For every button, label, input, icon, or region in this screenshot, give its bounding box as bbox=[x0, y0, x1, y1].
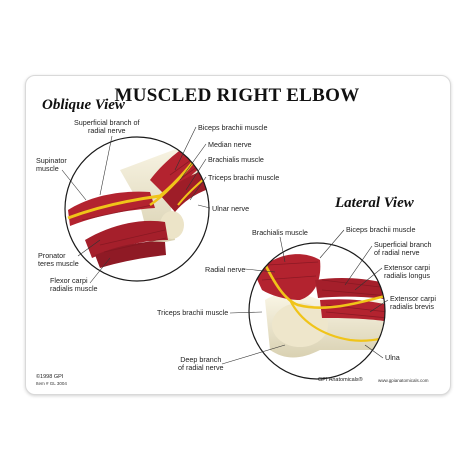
oblique-view-heading: Oblique View bbox=[42, 97, 125, 113]
label-extensor-carpi-radialis-brevis: Extensor carpi radialis brevis bbox=[390, 294, 436, 312]
label-text: Flexor carpi radialis muscle bbox=[50, 276, 98, 294]
label-ulnar-nerve: Ulnar nerve bbox=[212, 204, 250, 213]
label-brachialis-lateral: Brachialis muscle bbox=[252, 228, 308, 237]
label-ulna: Ulna bbox=[385, 353, 400, 362]
label-median-nerve: Median nerve bbox=[208, 140, 252, 149]
label-text: Extensor carpi radialis brevis bbox=[390, 294, 436, 312]
oblique-leader-lines bbox=[61, 126, 211, 284]
lateral-leader-lines bbox=[221, 229, 389, 365]
footer-copyright: ©1998 GPI bbox=[36, 374, 64, 380]
label-biceps-brachii-lateral: Biceps brachii muscle bbox=[346, 225, 416, 234]
label-supinator: Supinator muscle bbox=[36, 156, 67, 174]
label-superficial-branch-radial-nerve: Superficial branch of radial nerve bbox=[74, 118, 140, 136]
label-triceps-oblique: Triceps brachii muscle bbox=[208, 173, 280, 182]
footer-item-code: Item # GL 3004 bbox=[36, 381, 67, 386]
oblique-view-illustration bbox=[64, 136, 210, 282]
label-text: Superficial branch of radial nerve bbox=[74, 118, 140, 136]
lateral-view-heading: Lateral View bbox=[335, 195, 414, 211]
footer-brand: GPI Anatomicals® bbox=[318, 377, 363, 383]
label-text: Deep branch of radial nerve bbox=[178, 355, 224, 373]
label-flexor-carpi-radialis: Flexor carpi radialis muscle bbox=[50, 276, 98, 294]
page-title: MUSCLED RIGHT ELBOW bbox=[114, 85, 360, 106]
label-text: Extensor carpi radialis longus bbox=[384, 263, 430, 281]
label-biceps-brachii-oblique: Biceps brachii muscle bbox=[198, 123, 268, 132]
label-superficial-branch-lateral: Superficial branch of radial nerve bbox=[374, 240, 432, 258]
label-pronator-teres: Pronator teres muscle bbox=[38, 251, 79, 269]
label-extensor-carpi-radialis-longus: Extensor carpi radialis longus bbox=[384, 263, 430, 281]
footer-website: www.gpianatomicals.com bbox=[378, 378, 429, 383]
label-text: Supinator muscle bbox=[36, 156, 67, 174]
label-text: Superficial branch of radial nerve bbox=[374, 240, 432, 258]
label-text: Pronator teres muscle bbox=[38, 251, 79, 269]
lateral-view-illustration bbox=[248, 242, 386, 380]
label-radial-nerve: Radial nerve bbox=[205, 265, 246, 274]
label-brachialis-oblique: Brachialis muscle bbox=[208, 155, 264, 164]
label-triceps-lateral: Triceps brachii muscle bbox=[157, 308, 229, 317]
label-deep-branch-radial-nerve: Deep branch of radial nerve bbox=[178, 355, 224, 373]
